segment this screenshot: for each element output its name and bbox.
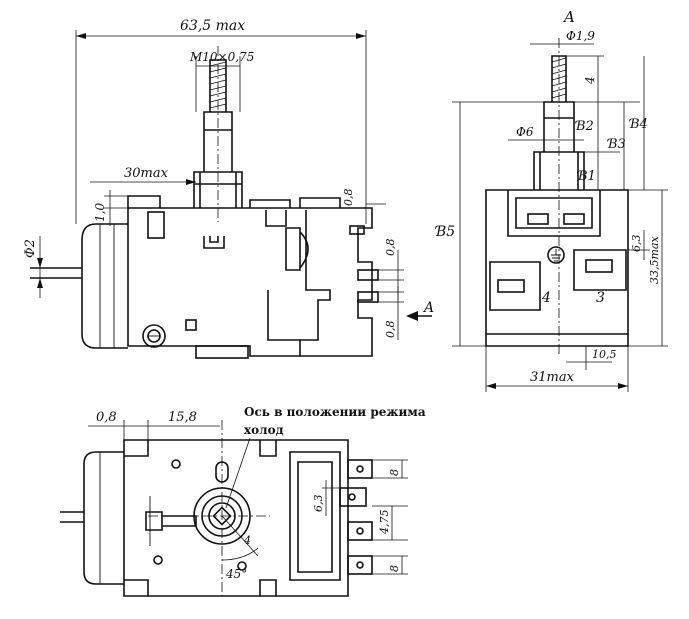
top-lever [145,511,197,531]
side-top-frame [515,197,593,229]
front-tab [147,211,165,239]
label-left-gap: 0,8 [96,410,117,425]
front-inner-block [267,290,300,341]
label-pin-8a: 8 [388,469,401,476]
dim-arrows [186,179,196,185]
label-pin-475: 4,75 [378,510,391,536]
top-pin-4 [347,555,373,575]
front-pin-upper [357,269,379,281]
dim-angle-arc [221,547,259,561]
label-b1: Ɓ1 [577,169,596,184]
ground-icon-lines [551,249,561,262]
label-pin-lower: 0,8 [384,321,397,339]
label-pin-offset: 10,5 [592,348,617,361]
label-tip-dia: Φ1,9 [566,29,595,43]
front-slot [203,236,225,249]
side-shaft [543,101,575,152]
label-terminal-3: 3 [596,290,605,306]
top-bellows-cap [83,451,124,585]
top-pin-3 [347,521,373,541]
top-housing [123,439,349,597]
front-small-slot [185,319,197,331]
label-thread: M10×0,75 [189,50,254,64]
side-view-a: A 4 3 Φ1,9 4 Ɓ2 Ɓ1 [435,8,668,392]
side-terminal-left [527,213,549,225]
side-terminal-4 [497,279,525,293]
label-tube-dia: Φ2 [23,239,38,258]
side-view-title: A [562,8,575,26]
top-pin-2 [339,487,367,507]
ground-icon [547,246,565,264]
top-pin-4-hole [356,561,364,569]
front-view: 63,5 max M10×0,75 30max 1,0 Φ2 0,8 0,8 0… [23,18,434,359]
label-overall-width: 63,5 max [180,18,245,34]
label-b5: Ɓ5 [435,224,455,240]
label-shaft-length: 30max [124,166,169,181]
front-cam [285,227,309,271]
label-arc: 4 [243,534,251,547]
top-terminal-area [289,451,341,581]
dim-arrows [37,258,43,288]
label-pin-mid: 0,8 [384,239,397,257]
top-view: 0,8 15,8 Ось в положении режима холод 4 … [60,405,426,597]
label-width: 31max [530,370,575,385]
front-top-flange [127,195,341,208]
front-notch [265,210,287,227]
front-bottom-tab [195,345,249,359]
front-pin-lower [357,291,379,303]
side-terminal-4-block [489,261,541,311]
label-pin-upper: 0,8 [342,189,355,207]
top-pin-1-hole [356,465,364,473]
label-tip-len: 4 [583,76,597,85]
front-pin-top [349,225,365,235]
label-offset: 6,3 [630,235,643,253]
front-shaft [203,111,233,172]
note-line-2: холод [244,423,284,437]
label-pin-8b: 8 [388,565,401,572]
side-terminal-3 [585,259,613,273]
top-hole [237,561,247,571]
side-top-block [507,190,601,237]
label-shaft-pos: 15,8 [168,410,197,425]
label-shaft-dia: Φ6 [516,125,534,139]
note-line-1: Ось в положении режима [244,405,426,419]
label-terminal-4: 4 [541,290,551,306]
top-hole [153,555,163,565]
front-terminal-block [299,210,331,356]
label-angle: 45° [225,567,247,581]
label-offset-top: 1,0 [93,203,107,222]
label-pin-63: 6,3 [312,495,325,513]
front-bellows-cap [81,223,128,349]
top-pin-3-hole [356,527,364,535]
label-b3: Ɓ3 [607,137,626,152]
top-oval-slot [215,461,229,483]
top-terminal-frame [297,461,333,573]
top-body-steps [124,440,277,596]
top-pin-2-hole [348,493,356,501]
note-leader [225,437,251,509]
top-pin-1 [347,459,373,479]
label-view-arrow: A [422,300,434,316]
side-terminal-right [563,213,585,225]
side-base [485,334,629,347]
label-height: 33,5max [648,236,661,284]
label-b2: Ɓ2 [575,119,594,134]
view-arrow-head [406,311,418,321]
top-hole [171,459,181,469]
side-terminal-3-block [573,249,627,291]
front-screw [142,324,166,348]
label-b4: Ɓ4 [629,117,648,132]
dim-angle-line [221,515,259,557]
